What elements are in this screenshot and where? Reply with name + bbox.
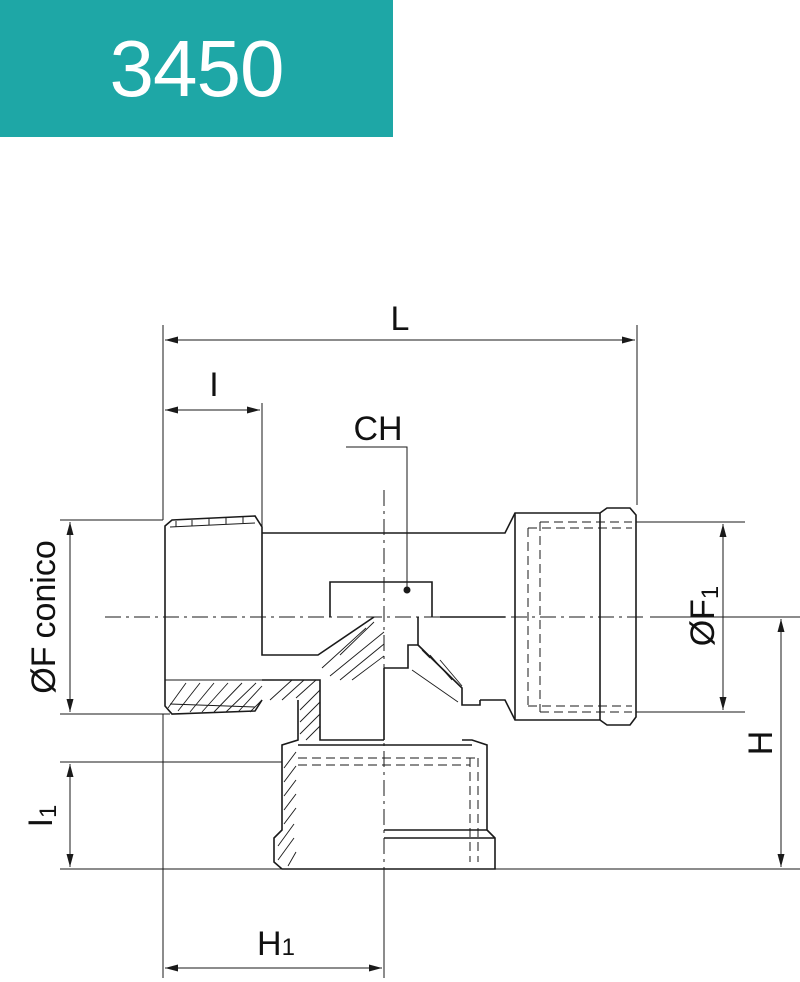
centerlines: [105, 490, 648, 880]
dimension-H1-label: H1: [257, 925, 295, 963]
dimension-CH-label: CH: [353, 410, 402, 448]
dimension-H: H: [495, 616, 800, 870]
dimension-CH: CH: [346, 410, 411, 594]
dimension-H-label: H: [742, 731, 780, 756]
dimension-F-conico: ØF conico: [25, 519, 170, 715]
f-symbol: ØF: [25, 647, 63, 694]
dimension-F1-label: ØF1: [684, 586, 724, 647]
dimension-F1: ØF1: [636, 521, 745, 713]
product-code: 3450: [109, 23, 285, 113]
dimension-I1-label: I1: [22, 805, 62, 828]
dimension-F-conico-label: ØF conico: [25, 540, 63, 694]
h1-main: H: [257, 925, 282, 963]
i1-main: I: [22, 818, 60, 827]
i1-sub: 1: [35, 805, 62, 818]
dimension-L: L: [162, 300, 638, 520]
dimension-I-label: I: [209, 366, 218, 404]
product-code-banner: 3450: [0, 0, 393, 137]
dimension-I: I: [165, 366, 263, 528]
f1-sub: 1: [697, 586, 724, 599]
tee-fitting-body: [164, 507, 637, 870]
conico-word: conico: [25, 540, 63, 638]
f1-main: ØF: [684, 599, 722, 646]
h1-sub: 1: [282, 934, 295, 961]
dimension-I1: I1: [22, 761, 285, 870]
dimension-L-label: L: [391, 300, 410, 338]
dimension-H1: H1: [162, 714, 385, 978]
